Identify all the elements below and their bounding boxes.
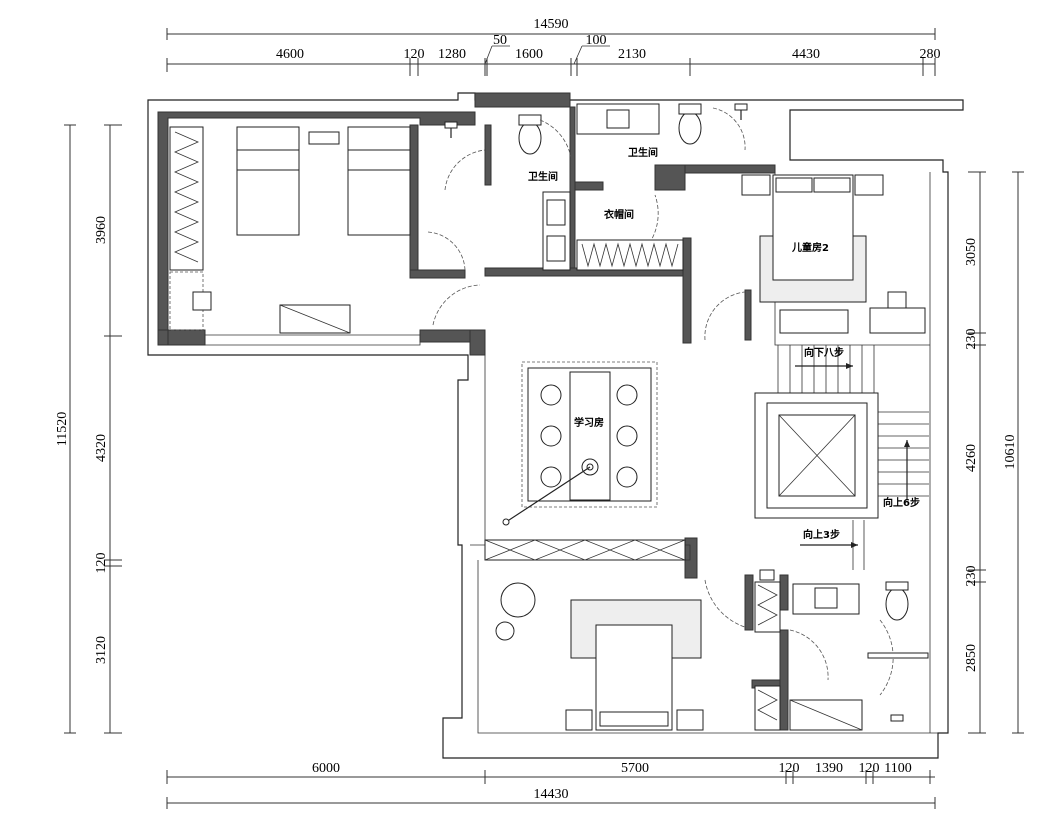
dim-left-total: 11520 xyxy=(55,412,70,446)
dim-right-total: 10610 xyxy=(1003,435,1018,470)
dim-right-4: 2850 xyxy=(964,644,979,672)
dim-top-1: 120 xyxy=(404,47,425,62)
study-table xyxy=(502,361,658,526)
dim-right-2: 4260 xyxy=(964,444,979,472)
dim-top-0: 4600 xyxy=(276,47,304,62)
bottom-dimensions: 6000 5700 120 1390 120 1100 14430 xyxy=(166,761,936,809)
top-dimensions: 14590 4600 120 1280 50 1600 100 2130 443… xyxy=(166,17,941,76)
left-dimensions: 11520 3960 4320 120 3120 xyxy=(55,124,122,734)
label-bathroom-2: 卫生间 xyxy=(628,146,658,159)
twin-beds xyxy=(169,126,411,334)
label-bathroom-1: 卫生间 xyxy=(528,170,558,183)
label-stairs-up-6: 向上6步 xyxy=(883,496,920,509)
dim-bottom-3: 1390 xyxy=(815,761,843,776)
label-stairs-up-3: 向上3步 xyxy=(803,528,840,541)
stairs-elevator xyxy=(754,345,929,570)
dim-bottom-total: 14430 xyxy=(534,787,569,802)
dim-right-3: 230 xyxy=(964,566,979,587)
dim-bottom-2: 120 xyxy=(779,761,800,776)
dim-top-4: 1600 xyxy=(515,47,543,62)
label-stairs-down: 向下八步 xyxy=(804,346,844,359)
dim-top-5: 100 xyxy=(586,33,607,48)
dim-left-1: 4320 xyxy=(94,434,109,462)
dim-left-2: 120 xyxy=(94,553,109,574)
dim-top-2: 1280 xyxy=(438,47,466,62)
dim-top-8: 280 xyxy=(920,47,941,62)
dim-left-0: 3960 xyxy=(94,216,109,244)
dim-top-6: 2130 xyxy=(618,47,646,62)
label-study: 学习房 xyxy=(574,416,604,429)
dim-right-1: 230 xyxy=(964,329,979,350)
dim-bottom-0: 6000 xyxy=(312,761,340,776)
room-labels: 卫生间 卫生间 衣帽间 儿童房2 学习房 向下八步 向上6步 向上3步 xyxy=(528,146,920,541)
dim-bottom-4: 120 xyxy=(859,761,880,776)
dim-top-7: 4430 xyxy=(792,47,820,62)
label-kids-room-2: 儿童房2 xyxy=(791,241,829,254)
walls xyxy=(147,92,964,759)
label-cloakroom: 衣帽间 xyxy=(604,208,634,221)
dim-bottom-1: 5700 xyxy=(621,761,649,776)
dim-right-0: 3050 xyxy=(964,238,979,266)
kids-room-furniture xyxy=(741,174,926,334)
bathrooms xyxy=(427,103,748,341)
master-bedroom-furniture xyxy=(484,539,929,731)
wardrobe xyxy=(576,239,684,271)
dim-top-total: 14590 xyxy=(534,17,569,32)
right-dimensions: 3050 230 4260 230 2850 10610 xyxy=(964,171,1024,734)
dim-left-3: 3120 xyxy=(94,636,109,664)
dim-bottom-5: 1100 xyxy=(884,761,911,776)
dim-top-3: 50 xyxy=(493,33,507,48)
